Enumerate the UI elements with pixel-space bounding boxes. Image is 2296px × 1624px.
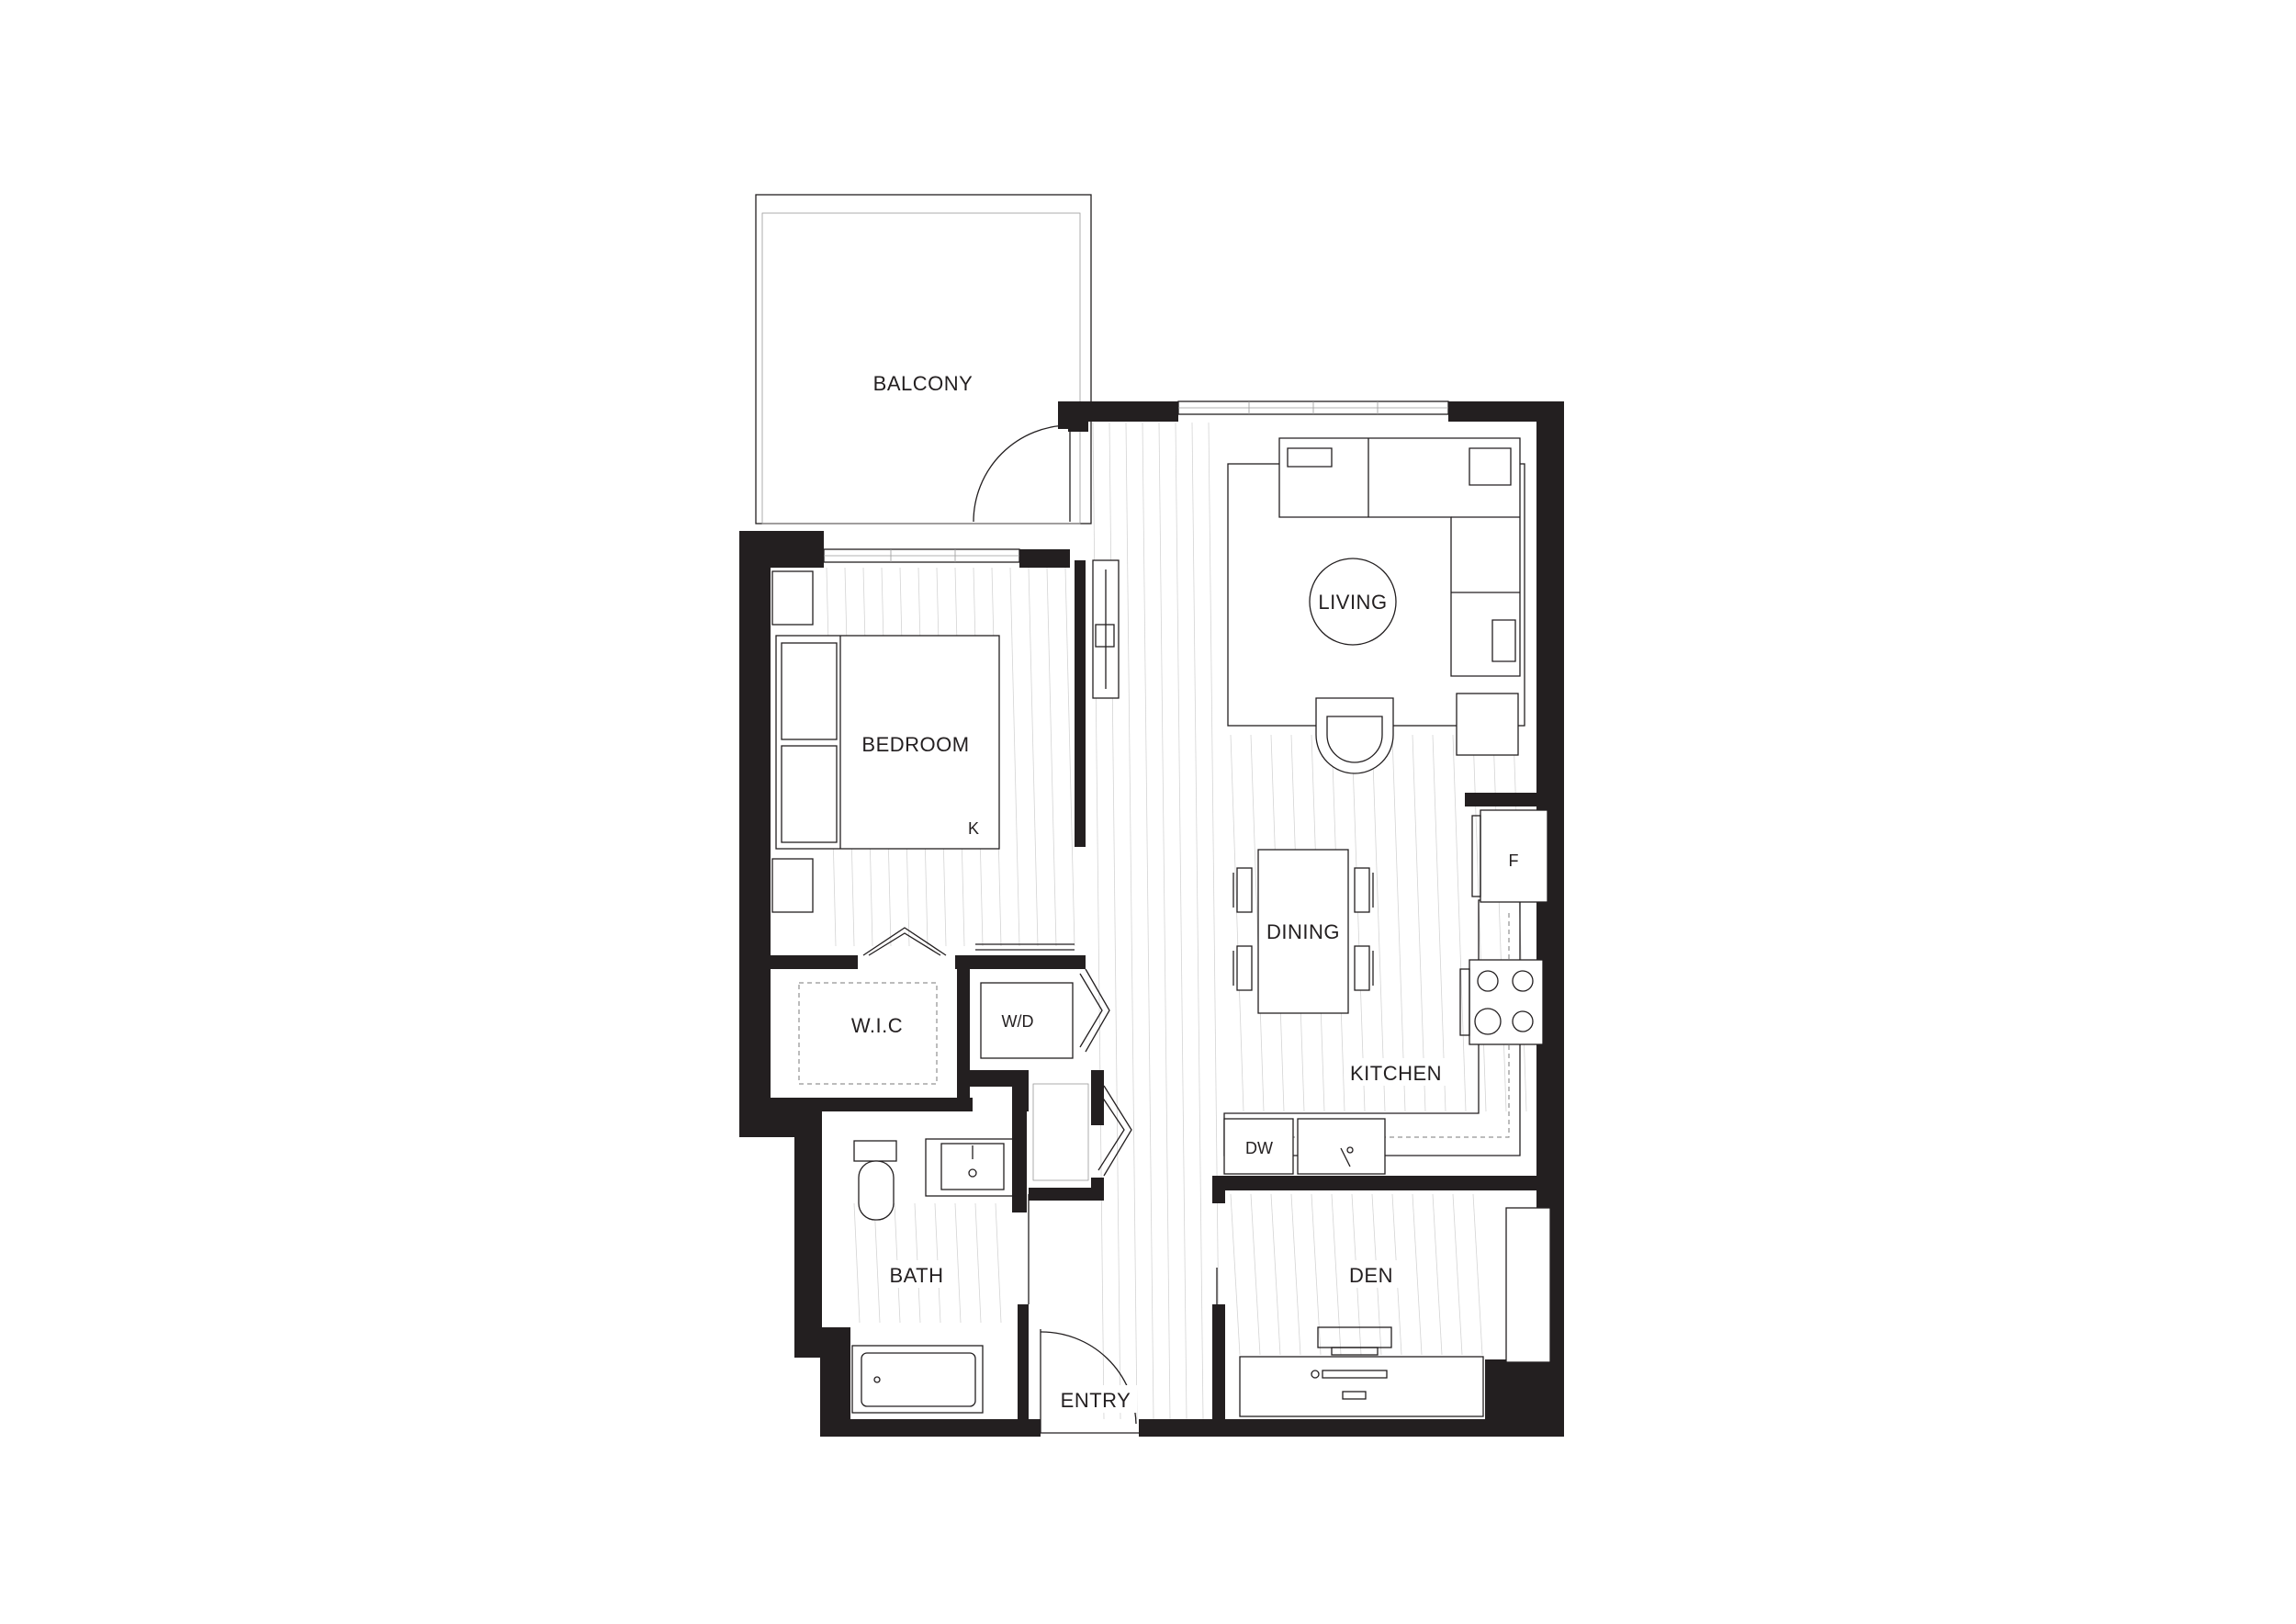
closet-shelving [798, 982, 938, 1085]
kitchen-label: KITCHEN [1350, 1062, 1442, 1085]
floor-plank-line [1412, 734, 1426, 1112]
den-label: DEN [1349, 1264, 1393, 1287]
pillow [781, 745, 838, 843]
floor-plank-line [1290, 1193, 1301, 1356]
floor-plank-line [995, 1202, 1002, 1324]
floor-plank-line [1250, 1193, 1261, 1356]
dining-chair [1236, 867, 1253, 913]
dining-chair [1354, 945, 1370, 991]
bedroom-label: BEDROOM [861, 733, 969, 756]
bathroom: BATH [851, 1138, 1030, 1414]
floor-plank-line [1472, 734, 1487, 1112]
floor-plank-line [1371, 734, 1386, 1112]
living-label: LIVING [1318, 591, 1387, 614]
sectional-sofa [1278, 437, 1521, 677]
monitor [1322, 1370, 1388, 1379]
floor-plank-line [1452, 734, 1467, 1112]
laundry-bifold-door [1085, 968, 1110, 1053]
kitchen-sink [1297, 1118, 1386, 1175]
floor-plank-line [1412, 1193, 1423, 1356]
balcony-outline [755, 194, 1092, 524]
floor-plank-line [1250, 734, 1265, 1112]
floor-plank-line [1064, 567, 1075, 947]
floor-plank-line [1028, 567, 1039, 947]
den-shelf [1505, 1207, 1551, 1363]
bathtub [851, 1345, 984, 1414]
dining-label: DINING [1266, 920, 1340, 943]
side-table [1456, 693, 1519, 756]
dining-chair [1236, 945, 1253, 991]
closet-bifold-door [862, 927, 947, 956]
toilet [858, 1160, 895, 1221]
balcony-label: BALCONY [873, 372, 974, 395]
dishwasher [1223, 1118, 1294, 1175]
floor-plank-line [853, 1202, 861, 1324]
nightstand [771, 570, 814, 626]
floor-plank-line [1230, 734, 1244, 1112]
floor-plank-line [954, 1202, 962, 1324]
floor-plank-line [873, 1202, 881, 1324]
toilet-tank [853, 1140, 897, 1162]
floor-plank-line [1125, 422, 1138, 1420]
interior-walls [771, 560, 1564, 1433]
wd-label: W/D [1002, 1012, 1034, 1031]
sofa-cushion [1469, 447, 1512, 486]
wic-label: W.I.C [851, 1014, 903, 1037]
bedroom: BEDROOM K [771, 570, 1075, 956]
fridge-label: F [1509, 851, 1519, 870]
floor-plank-line [1432, 734, 1446, 1112]
sofa-cushion [1287, 447, 1333, 468]
kitchen: F KITCHEN DW [1223, 809, 1548, 1175]
floor-plank-line [1158, 422, 1171, 1420]
floor-plank-line [1331, 1193, 1342, 1356]
floor-plank-line [974, 1202, 982, 1324]
floor-plank-line [1142, 422, 1154, 1420]
floor-plank-line [1432, 1193, 1443, 1356]
entry-label: ENTRY [1061, 1389, 1131, 1412]
desk [1239, 1356, 1484, 1417]
sofa-cushion [1491, 619, 1516, 662]
fridge [1480, 809, 1548, 903]
nightstand [771, 858, 814, 913]
floor-plank-line [1270, 1193, 1281, 1356]
pillow [781, 642, 838, 740]
floor-plank-line [1208, 422, 1221, 1420]
balcony-railing [761, 212, 1081, 524]
bath-label: BATH [889, 1264, 943, 1287]
balcony-door-swing [973, 424, 1071, 523]
floor-plank-line [1046, 567, 1057, 947]
balcony [755, 194, 1092, 524]
den: DEN [1216, 1207, 1551, 1417]
dishwasher-label: DW [1245, 1139, 1273, 1157]
floor-plank-line [1391, 734, 1406, 1112]
floor-plank-line [1009, 567, 1020, 947]
floor-plank-line [1230, 1193, 1241, 1356]
windows [823, 400, 1449, 563]
living-area: LIVING [1092, 437, 1525, 774]
coffee-table [1309, 558, 1397, 646]
floor-plank-line [1492, 734, 1507, 1112]
linen-closet-door [1103, 1085, 1132, 1177]
floor-plank-line [1191, 422, 1204, 1420]
floor-plank-line [1175, 422, 1187, 1420]
dining-chair [1354, 867, 1370, 913]
floor-plank-line [1311, 1193, 1322, 1356]
bed-size-label: K [968, 819, 979, 838]
floor-plank-line [1452, 1193, 1463, 1356]
laundry: W/D [980, 968, 1132, 1181]
floor-plank-line [1472, 1193, 1483, 1356]
floor-plank-line [1351, 734, 1366, 1112]
entry: ENTRY [1040, 1329, 1139, 1434]
washer-dryer [980, 982, 1074, 1059]
walk-in-closet: W.I.C [798, 982, 938, 1085]
dining-area: DINING [1232, 849, 1374, 1014]
